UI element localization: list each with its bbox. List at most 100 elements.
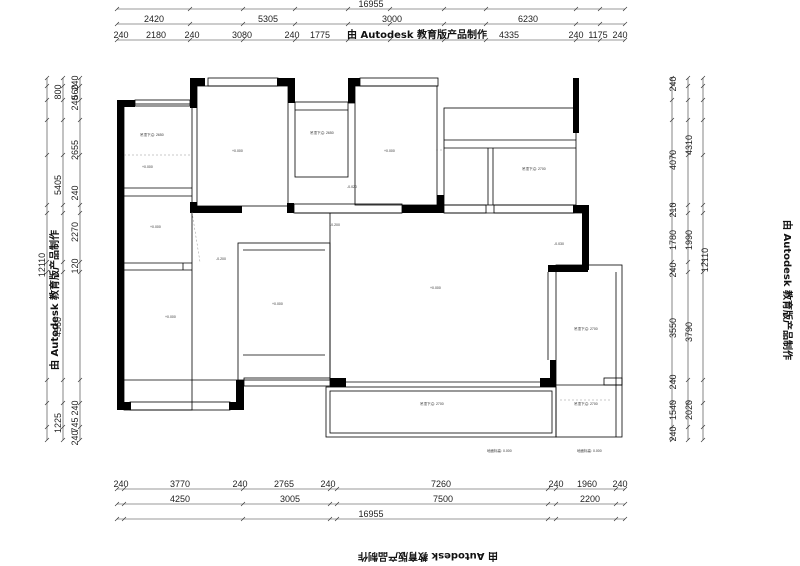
dimension-tick	[77, 75, 83, 81]
svg-text:210: 210	[668, 202, 678, 217]
dimension-tick	[700, 152, 706, 158]
dimension-tick	[44, 437, 50, 443]
dimension-tick	[77, 259, 83, 265]
bottom-overall-dim: 16955	[358, 509, 383, 519]
svg-text:240: 240	[668, 262, 678, 277]
dimension-tick	[77, 400, 83, 406]
dimension-tick	[685, 437, 691, 443]
svg-text:4070: 4070	[668, 150, 678, 170]
dimension-tick	[60, 210, 66, 216]
svg-text:吊顶下沿: 2650: 吊顶下沿: 2650	[140, 132, 164, 137]
dimension-tick	[700, 424, 706, 430]
dimension-tick	[240, 486, 246, 492]
svg-text:+0.000: +0.000	[430, 286, 441, 290]
dimension-tick	[700, 377, 706, 383]
svg-text:-0.020: -0.020	[347, 185, 357, 189]
svg-text:240: 240	[113, 30, 128, 40]
dimension-tick	[553, 501, 559, 507]
svg-text:3790: 3790	[684, 322, 694, 342]
dimension-tick	[114, 6, 120, 12]
dimension-tick	[685, 424, 691, 430]
svg-text:+0.000: +0.000	[272, 302, 283, 306]
dimension-tick	[114, 486, 120, 492]
svg-text:4310: 4310	[684, 135, 694, 155]
dimension-tick	[44, 97, 50, 103]
dimension-tick	[597, 21, 603, 27]
svg-text:7500: 7500	[433, 494, 453, 504]
svg-text:1960: 1960	[577, 479, 597, 489]
dimension-tick	[60, 269, 66, 275]
dimension-tick	[669, 152, 675, 158]
dimension-tick	[613, 486, 619, 492]
dimension-tick	[60, 202, 66, 208]
dimension-tick	[187, 21, 193, 27]
svg-text:1990: 1990	[684, 230, 694, 250]
svg-text:240: 240	[70, 430, 80, 445]
dimension-tick	[240, 6, 246, 12]
svg-text:-0.200: -0.200	[330, 223, 340, 227]
dimension-tick	[685, 259, 691, 265]
dimension-ticks	[44, 6, 706, 522]
svg-text:+0.000: +0.000	[384, 149, 395, 153]
dimension-tick	[700, 269, 706, 275]
svg-text:240: 240	[70, 95, 80, 110]
dimension-tick	[669, 400, 675, 406]
dimension-tick	[700, 210, 706, 216]
svg-text:12110: 12110	[37, 253, 47, 277]
dimension-tick	[387, 37, 393, 43]
svg-text:5405: 5405	[53, 175, 63, 195]
dimension-tick	[700, 202, 706, 208]
dimension-tick	[622, 37, 628, 43]
dimension-tick	[60, 437, 66, 443]
dimension-tick	[44, 210, 50, 216]
svg-text:745: 745	[70, 417, 80, 432]
svg-text:240: 240	[184, 30, 199, 40]
dimension-tick	[240, 501, 246, 507]
dimension-tick	[669, 437, 675, 443]
dimension-tick	[114, 21, 120, 27]
dimension-tick	[60, 83, 66, 89]
dimension-tick	[669, 83, 675, 89]
dimension-tick	[77, 210, 83, 216]
dimension-tick	[44, 269, 50, 275]
dimension-tick	[669, 210, 675, 216]
svg-text:地面标高: 0.000: 地面标高: 0.000	[487, 448, 512, 453]
dimension-tick	[387, 6, 393, 12]
dimension-tick	[669, 269, 675, 275]
svg-text:4335: 4335	[499, 30, 519, 40]
dimension-tick	[387, 21, 393, 27]
dimension-tick	[345, 21, 351, 27]
watermark-right: 由 Autodesk 教育版产品制作	[781, 220, 794, 360]
dimension-tick	[44, 202, 50, 208]
dimension-tick	[669, 424, 675, 430]
svg-text:1780: 1780	[668, 230, 678, 250]
dimension-tick	[240, 21, 246, 27]
dimension-tick	[334, 486, 340, 492]
dimension-tick	[669, 377, 675, 383]
svg-text:+0.000: +0.000	[150, 225, 161, 229]
dimension-tick	[60, 377, 66, 383]
dimension-tick	[553, 516, 559, 522]
svg-text:-0.200: -0.200	[216, 257, 226, 261]
dimension-tick	[60, 400, 66, 406]
svg-text:5305: 5305	[258, 14, 278, 24]
dimension-tick	[685, 97, 691, 103]
dimension-tick	[545, 516, 551, 522]
svg-text:120: 120	[70, 258, 80, 273]
svg-text:2270: 2270	[70, 222, 80, 242]
svg-text:2200: 2200	[580, 494, 600, 504]
dimension-tick	[114, 501, 120, 507]
dimension-tick	[187, 37, 193, 43]
svg-text:240: 240	[548, 479, 563, 489]
svg-text:吊顶下沿: 2650: 吊顶下沿: 2650	[310, 130, 334, 135]
dimension-tick	[60, 424, 66, 430]
dimension-tick	[60, 152, 66, 158]
svg-text:12110: 12110	[700, 248, 710, 272]
dimension-tick	[121, 486, 127, 492]
dimension-tick	[685, 83, 691, 89]
thin-walls	[123, 77, 623, 438]
room-dashes	[124, 149, 612, 401]
dimension-tick	[60, 117, 66, 123]
dimension-tick	[685, 117, 691, 123]
